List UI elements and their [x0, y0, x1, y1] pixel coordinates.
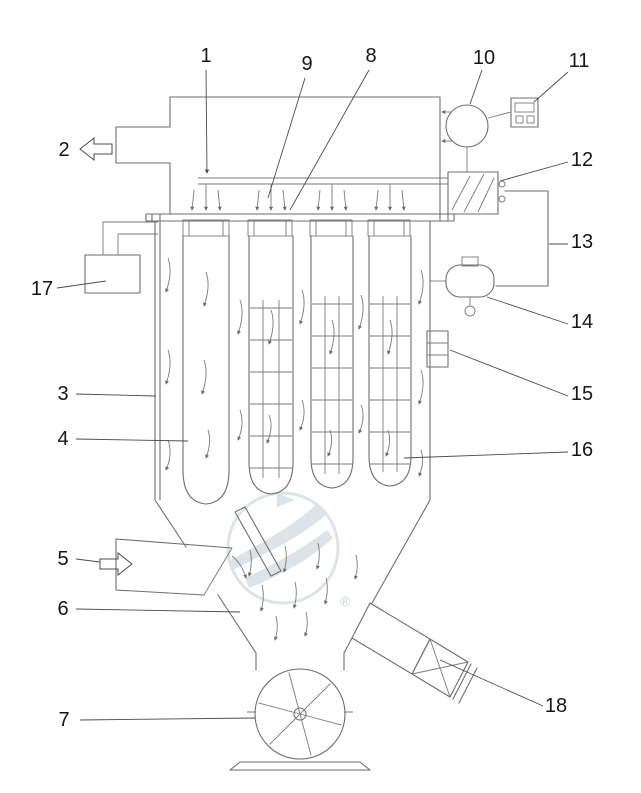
inlet-flow-arrow [99, 551, 133, 577]
hopper [154, 499, 431, 671]
label-6: 6 [57, 598, 68, 620]
label-12: 12 [571, 149, 593, 171]
label-7: 7 [58, 709, 69, 731]
outlet-flow-arrow [79, 136, 113, 162]
body-shell [154, 220, 431, 501]
label-11: 11 [569, 50, 590, 72]
label-1: 1 [200, 45, 211, 67]
air-supply-pipe [495, 190, 549, 287]
solenoid-valve [426, 330, 449, 368]
flow-arrows [165, 189, 424, 641]
label-9: 9 [301, 53, 312, 75]
baffle-plate [234, 506, 282, 577]
bag-cage-grid-3 [312, 296, 352, 474]
outlet-duct [115, 126, 171, 164]
label-8: 8 [365, 45, 376, 67]
label-17: 17 [31, 278, 53, 300]
label-16: 16 [571, 439, 593, 461]
label-13: 13 [571, 231, 593, 253]
registered-mark: ® [340, 593, 351, 609]
filter-bag-3 [309, 219, 354, 489]
filter-bag-2 [247, 219, 294, 495]
bag-cage-grid-2 [250, 300, 292, 478]
label-10: 10 [473, 47, 495, 69]
pulse-air-tank [441, 104, 489, 172]
pulse-valve-unit [447, 171, 506, 215]
diaphragm-valve [430, 256, 495, 317]
rotary-valve [229, 668, 371, 771]
bag-cage-grid-4 [370, 296, 410, 472]
label-3: 3 [57, 383, 68, 405]
watermark-logo: ® [226, 491, 351, 609]
label-14: 14 [571, 311, 593, 333]
labels: 1 9 8 10 11 2 12 13 17 14 15 3 4 16 5 6 … [31, 45, 593, 731]
clean-air-plenum [169, 96, 441, 215]
label-18: 18 [545, 695, 567, 717]
label-4: 4 [57, 428, 68, 450]
label-15: 15 [571, 383, 593, 405]
filter-bag-1 [182, 219, 230, 505]
inlet-duct [115, 538, 233, 596]
filter-bag-4 [367, 219, 412, 487]
pressure-controller [487, 97, 539, 128]
blow-pipe [198, 177, 448, 192]
discharge-conveyor [351, 602, 478, 704]
label-5: 5 [57, 548, 68, 570]
label-2: 2 [58, 139, 69, 161]
control-box [84, 221, 158, 294]
tube-sheet-flange [145, 213, 455, 222]
leader-lines [56, 69, 569, 721]
